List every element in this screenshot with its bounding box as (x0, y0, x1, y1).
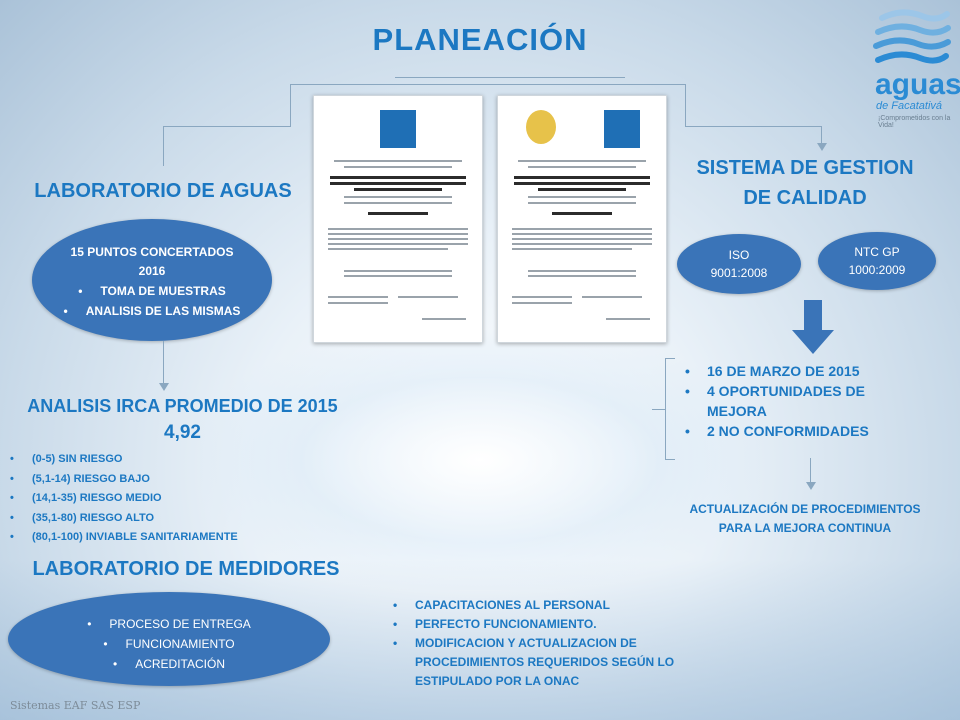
list-item: (35,1-80) RIESGO ALTO (10, 509, 330, 529)
connector-line (163, 126, 291, 127)
list-item: PERFECTO FUNCIONAMIENTO. (393, 615, 678, 634)
connector-line (395, 77, 625, 78)
connector-line (163, 341, 164, 385)
ntcgp-logo-icon (604, 110, 640, 148)
page-title: PLANEACIÓN (372, 22, 588, 57)
list-item: TOMA DE MUESTRAS (32, 281, 272, 301)
sgc-heading: SISTEMA DE GESTION DE CALIDAD (660, 153, 950, 213)
ntc-gp-1000-certificate-image (497, 95, 667, 343)
list-item: ACREDITACIÓN (8, 654, 330, 674)
list-item: 16 DE MARZO DE 2015 (685, 361, 925, 381)
list-item: 2 NO CONFORMIDADES (685, 421, 925, 441)
update-line1: ACTUALIZACIÓN DE PROCEDIMIENTOS (689, 502, 921, 516)
arrow-head-icon (159, 383, 169, 391)
arrow-head-icon (806, 482, 816, 490)
list-item: 4 OPORTUNIDADES DE MEJORA (685, 381, 925, 421)
list-item: ANALISIS DE LAS MISMAS (32, 301, 272, 321)
sgc-heading-line2: DE CALIDAD (743, 187, 867, 209)
list-item: (0-5) SIN RIESGO (10, 450, 330, 470)
ntc-badge-line2: 1000:2009 (848, 263, 906, 277)
irca-value: 4,92 (164, 422, 201, 443)
lab-medidores-heading: LABORATORIO DE MEDIDORES (32, 558, 340, 580)
list-item: PROCESO DE ENTREGA (8, 614, 330, 634)
update-line2: PARA LA MEJORA CONTINUA (718, 521, 892, 535)
logo-tagline: ¡Comprometidos con la Vida! (878, 115, 951, 129)
connector-line (290, 84, 291, 126)
iso-9001-certificate-image (313, 95, 483, 343)
lab-medidores-oval: PROCESO DE ENTREGA FUNCIONAMIENTO ACREDI… (8, 592, 330, 686)
connector-line (665, 459, 675, 460)
list-item: MODIFICACION Y ACTUALIZACION DE PROCEDIM… (393, 634, 678, 691)
company-logo: aguas de Facatativá ¡Comprometidos con l… (842, 8, 960, 129)
connector-line (163, 126, 164, 166)
list-item: (80,1-100) INVIABLE SANITARIAMENTE (10, 528, 330, 548)
ntc-badge-line1: NTC GP (854, 245, 900, 259)
ntc-gp-badge: NTC GP 1000:2009 (818, 232, 936, 290)
lab-aguas-heading: LABORATORIO DE AGUAS (34, 180, 292, 202)
connector-line (665, 358, 675, 359)
audit-results-list: 16 DE MARZO DE 2015 4 OPORTUNIDADES DE M… (685, 361, 925, 441)
list-item: (14,1-35) RIESGO MEDIO (10, 489, 330, 509)
arrow-head-icon (817, 143, 827, 151)
medidores-actions-list: CAPACITACIONES AL PERSONAL PERFECTO FUNC… (393, 596, 678, 691)
sgc-heading-line1: SISTEMA DE GESTION (696, 157, 914, 179)
iso-9001-badge: ISO 9001:2008 (677, 234, 801, 294)
connector-line (685, 126, 822, 127)
lab-aguas-oval: 15 PUNTOS CONCERTADOS 2016 TOMA DE MUEST… (32, 219, 272, 341)
oval-line-puntos: 15 PUNTOS CONCERTADOS (70, 245, 234, 259)
oval-line-year: 2016 (138, 264, 166, 278)
connector-line (685, 84, 686, 126)
list-item: CAPACITACIONES AL PERSONAL (393, 596, 678, 615)
iso-logo-icon (380, 110, 416, 148)
connector-line (821, 126, 822, 146)
iso-badge-line1: ISO (728, 248, 750, 262)
water-wave-icon (873, 9, 951, 64)
list-item: FUNCIONAMIENTO (8, 634, 330, 654)
irca-risk-list: (0-5) SIN RIESGO (5,1-14) RIESGO BAJO (1… (10, 450, 330, 548)
connector-line (810, 458, 811, 484)
connector-line (290, 84, 685, 85)
irca-heading: ANALISIS IRCA PROMEDIO DE 2015 (27, 396, 338, 416)
down-arrow-icon (792, 300, 834, 354)
list-item: (5,1-14) RIESGO BAJO (10, 470, 330, 490)
logo-subtitle: de Facatativá (876, 100, 943, 112)
colombia-seal-icon (526, 110, 556, 144)
update-procedures-text: ACTUALIZACIÓN DE PROCEDIMIENTOS PARA LA … (660, 500, 950, 538)
iso-badge-line2: 9001:2008 (710, 266, 768, 280)
connector-line (652, 409, 666, 410)
footer-text: Sistemas EAF SAS ESP (10, 699, 141, 712)
logo-wordmark: aguas (875, 68, 960, 101)
